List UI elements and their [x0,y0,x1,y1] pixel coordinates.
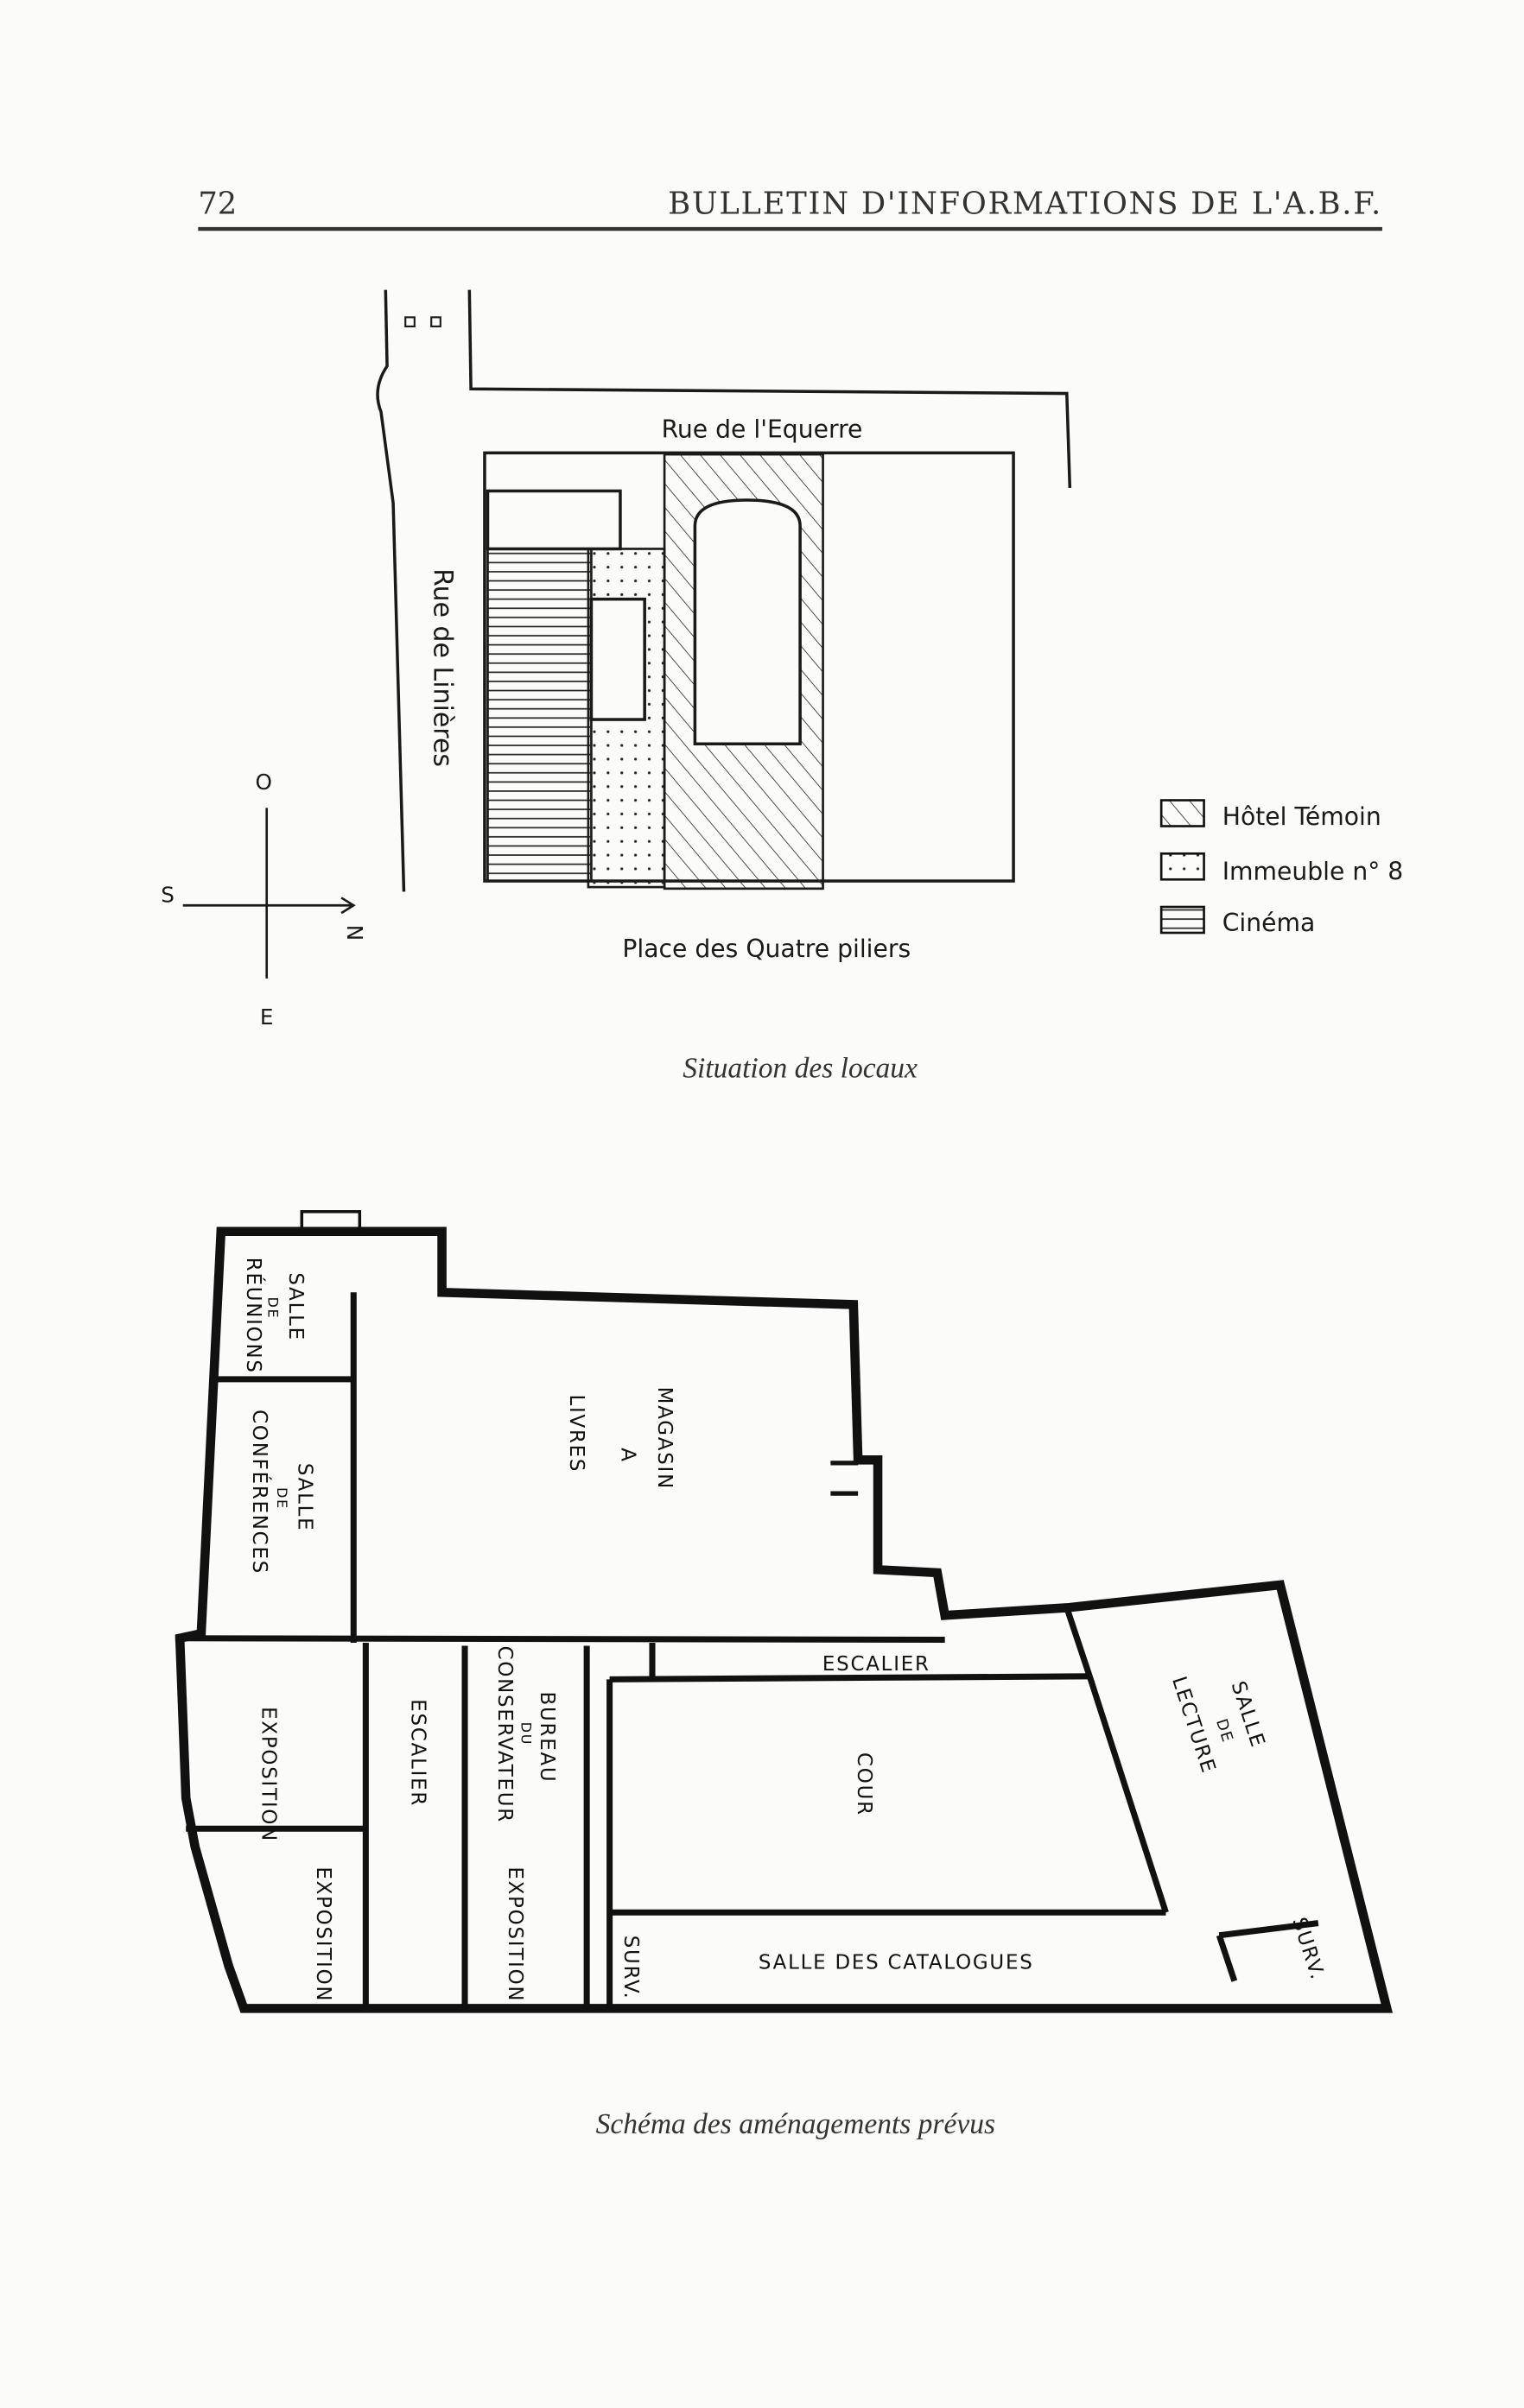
cinema-area [486,548,593,883]
room-surv-2: SURV. [1287,1915,1329,1983]
legend-swatch-cinema [1159,905,1205,935]
compass-north: N [342,925,367,941]
room-labels: SALLEDERÉUNIONS SALLEDECONFÉRENCES MAGAS… [242,1258,1329,2003]
running-title: BULLETIN D'INFORMATIONS DE L'A.B.F. [668,186,1382,221]
legend-swatch-immeuble [1159,852,1205,881]
room-cour: COUR [853,1752,875,1816]
room-reunions: SALLEDERÉUNIONS [242,1258,307,1374]
room-escalier-top: ESCALIER [822,1653,930,1676]
figure-caption-2: Schéma des aménagements prévus [596,2108,995,2140]
legend-label: Hôtel Témoin [1222,802,1381,831]
room-exposition-2: EXPOSITION [312,1866,334,2002]
room-conferences: SALLEDECONFÉRENCES [248,1410,316,1575]
compass-east: E [260,1004,274,1030]
room-catalogues: SALLE DES CATALOGUES [759,1952,1034,1974]
page-number: 72 [198,186,237,221]
room-surv-1: SURV. [619,1936,642,2000]
legend-label: Cinéma [1222,909,1316,937]
floor-plan [175,1210,1394,2013]
legend-label: Immeuble n° 8 [1222,857,1404,885]
legend: Hôtel Témoin Immeuble n° 8 Cinéma [1159,799,1404,937]
street-label-bottom: Place des Quatre piliers [622,935,911,963]
legend-swatch-hotel [1159,799,1205,827]
compass-west: O [255,770,271,795]
situation-map [182,289,1072,979]
compass-south: S [161,883,175,908]
figure-caption-1: Situation des locaux [683,1053,918,1085]
street-label-top: Rue de l'Equerre [662,415,863,444]
room-magasin: MAGASINALIVRES [565,1387,676,1490]
room-escalier-mid: ESCALIER [406,1699,429,1807]
room-lecture: SALLEDELECTURE [1167,1657,1272,1777]
room-exposition-1: EXPOSITION [257,1707,279,1842]
street-label-left: Rue de Linières [428,568,458,767]
room-bureau: BUREAUDUCONSERVATEUR [493,1646,558,1823]
room-exposition-3: EXPOSITION [504,1866,526,2002]
